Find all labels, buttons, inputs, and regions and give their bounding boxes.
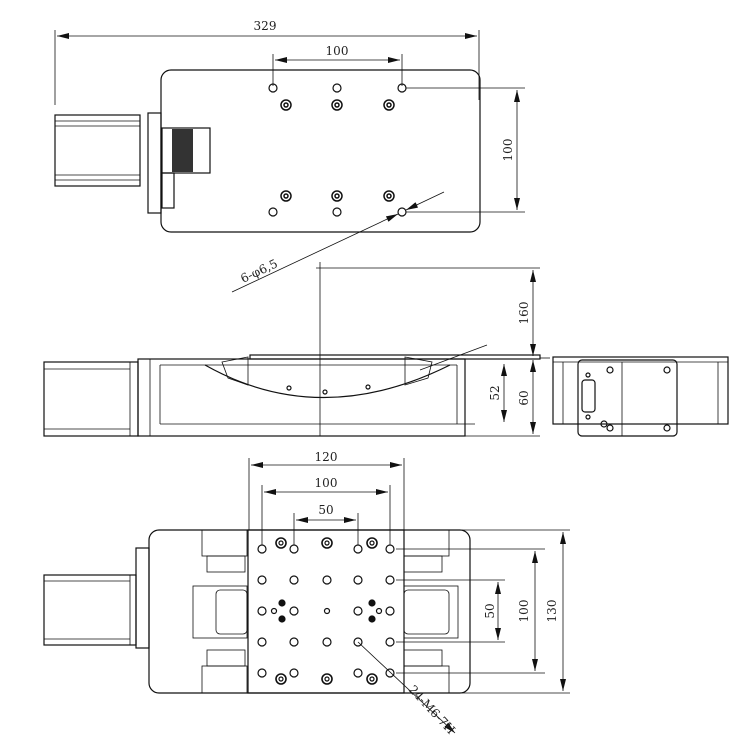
hole — [289, 606, 299, 616]
dim-label-60: 60 — [517, 390, 531, 405]
dim-label-100-right: 100 — [501, 139, 515, 162]
hole — [385, 575, 395, 585]
thread-callout: 24-M6-7H — [406, 682, 458, 736]
dim-label-100-top: 100 — [326, 44, 349, 58]
hole — [275, 673, 287, 685]
hole — [289, 544, 299, 554]
hole — [322, 575, 332, 585]
hole — [353, 544, 363, 554]
hole — [257, 668, 267, 678]
hole — [385, 668, 395, 678]
hole — [257, 637, 267, 647]
hole-callout: 6-φ6,5 — [238, 256, 279, 285]
hole — [257, 575, 267, 585]
dim-label-329: 329 — [254, 19, 277, 33]
hole — [257, 544, 267, 554]
hole — [270, 607, 278, 615]
end-view — [552, 356, 729, 437]
hole — [375, 607, 383, 615]
hole — [353, 668, 363, 678]
stage-body — [137, 358, 466, 437]
hole — [385, 606, 395, 616]
hole — [369, 676, 375, 682]
hole — [321, 673, 333, 685]
hole — [369, 540, 375, 546]
hole — [324, 676, 330, 682]
dim-label-100-bottom: 100 — [315, 476, 338, 490]
hole — [278, 676, 284, 682]
hole — [257, 606, 267, 616]
hole — [278, 615, 286, 623]
dim-label-50-vert: 50 — [483, 603, 497, 618]
top-plate — [247, 529, 405, 694]
hole — [275, 537, 287, 549]
dim-label-120: 120 — [315, 450, 338, 464]
hole — [321, 537, 333, 549]
hole — [366, 537, 378, 549]
hole — [289, 668, 299, 678]
top-view: 329 100 100 6-φ6,5 — [54, 19, 525, 293]
hole — [289, 637, 299, 647]
hole — [289, 575, 299, 585]
bottom-view: 120 100 50 50 100 130 24-M6-7H — [43, 450, 570, 737]
dim-label-52: 52 — [488, 385, 502, 400]
hole — [278, 540, 284, 546]
motor-end-plate — [577, 359, 678, 437]
base — [148, 529, 471, 694]
hole — [385, 637, 395, 647]
motor — [54, 112, 211, 214]
dim-label-100-vert: 100 — [517, 600, 531, 623]
dim-label-130: 130 — [545, 600, 559, 623]
hole — [385, 544, 395, 554]
side-view: 160 52 60 — [43, 262, 550, 437]
dim-label-160: 160 — [517, 302, 531, 325]
hole — [323, 607, 331, 615]
hole — [368, 599, 376, 607]
carriage-plate — [160, 69, 481, 233]
hole — [322, 637, 332, 647]
hole — [353, 606, 363, 616]
threaded-hole-grid — [257, 537, 395, 685]
dim-label-50-bottom: 50 — [318, 503, 333, 517]
hole — [368, 615, 376, 623]
hole — [278, 599, 286, 607]
hole — [324, 540, 330, 546]
hole — [353, 575, 363, 585]
hole — [366, 673, 378, 685]
hole — [353, 637, 363, 647]
mounting-holes — [268, 83, 407, 217]
